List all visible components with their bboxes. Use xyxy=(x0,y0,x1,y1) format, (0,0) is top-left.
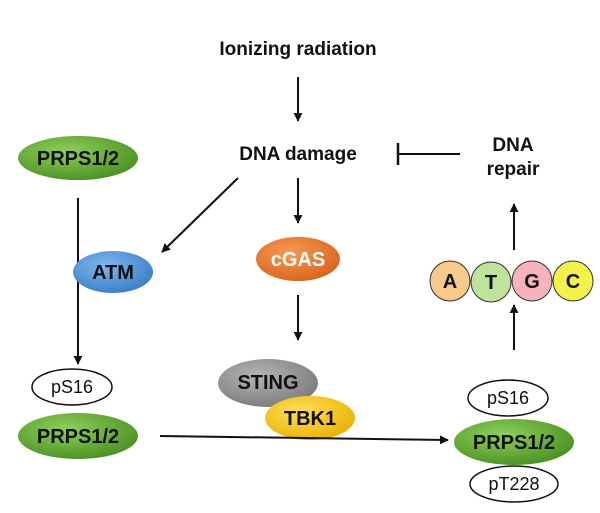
ps16-right-label: pS16 xyxy=(487,388,529,408)
base-c-circle xyxy=(552,260,594,302)
pt228-label: pT228 xyxy=(488,474,539,494)
ionizing-radiation-label: Ionizing radiation xyxy=(219,39,376,60)
base-g-label: G xyxy=(524,271,540,293)
cgas-node xyxy=(256,237,340,281)
sting-node xyxy=(218,359,318,407)
base-t-circle xyxy=(470,261,512,303)
base-a-label: A xyxy=(443,271,457,293)
atm-node xyxy=(73,251,153,293)
base-t-label: T xyxy=(485,272,497,294)
tbk1-node xyxy=(265,396,355,440)
prps-left-label: PRPS1/2 xyxy=(37,426,119,448)
prps-top-label: PRPS1/2 xyxy=(37,148,119,170)
base-g-circle xyxy=(511,260,553,302)
prps-top-node xyxy=(18,136,138,180)
ps16-right-node xyxy=(467,379,549,417)
cgas-label: cGAS xyxy=(271,249,325,271)
arrow-prps-left-to-right xyxy=(159,435,449,445)
arrow-damage-to-atm xyxy=(161,177,239,253)
ps16-left-node xyxy=(31,368,113,406)
dna-repair-label-line1: DNA xyxy=(492,135,533,156)
ps16-left-label: pS16 xyxy=(51,377,93,397)
prps-left-node xyxy=(18,413,138,459)
prps-right-node xyxy=(454,419,574,465)
prps-right-label: PRPS1/2 xyxy=(473,432,555,454)
base-c-label: C xyxy=(566,271,580,293)
atm-label: ATM xyxy=(92,262,134,284)
sting-label: STING xyxy=(237,372,298,394)
dna-damage-label: DNA damage xyxy=(239,144,357,165)
base-a-circle xyxy=(429,260,471,302)
dna-repair-label-line2: repair xyxy=(487,159,540,180)
tbk1-label: TBK1 xyxy=(284,408,336,430)
pt228-node xyxy=(469,465,559,503)
